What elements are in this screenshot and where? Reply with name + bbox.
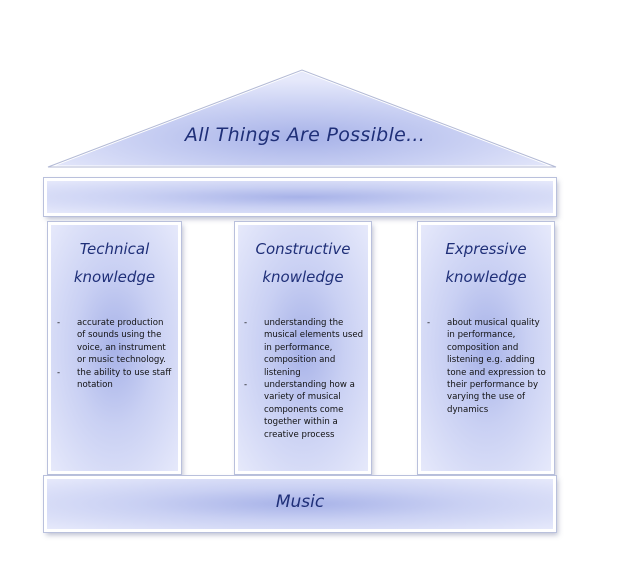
base-bar: Music [44,476,556,532]
pillar-expressive: Expressive knowledge about musical quali… [418,222,554,474]
pillar-constructive-title-line2: knowledge [262,268,344,286]
list-item: understanding how a variety of musical c… [242,379,364,441]
pillar-constructive-bullets: understanding the musical elements used … [242,317,364,441]
roof-outline [47,69,557,168]
list-item: understanding the musical elements used … [242,317,364,379]
pillar-technical-title-line2: knowledge [73,268,156,286]
pillar-constructive-title: Constructive knowledge [238,235,368,291]
pillar-expressive-title-line1: Expressive [445,240,527,258]
pillar-technical-bullets: accurate production of sounds using the … [55,317,174,391]
lintel-bar [44,178,556,216]
roof-triangle [47,68,557,169]
pillar-technical-title: Technical knowledge [51,235,178,291]
list-item: about musical quality in performance, co… [425,317,547,416]
list-item: the ability to use staff notation [55,367,174,392]
pillar-constructive: Constructive knowledge understanding the… [235,222,371,474]
base-label: Music [275,492,325,512]
pillar-expressive-title: Expressive knowledge [421,235,551,291]
pillar-technical: Technical knowledge accurate production … [48,222,181,474]
roof-title: All Things Are Possible... [184,124,426,146]
pillar-technical-title-line1: Technical [79,240,150,258]
pillar-constructive-title-line1: Constructive [255,240,351,258]
pillar-expressive-bullets: about musical quality in performance, co… [425,317,547,416]
pillar-expressive-title-line2: knowledge [445,268,527,286]
list-item: accurate production of sounds using the … [55,317,174,367]
